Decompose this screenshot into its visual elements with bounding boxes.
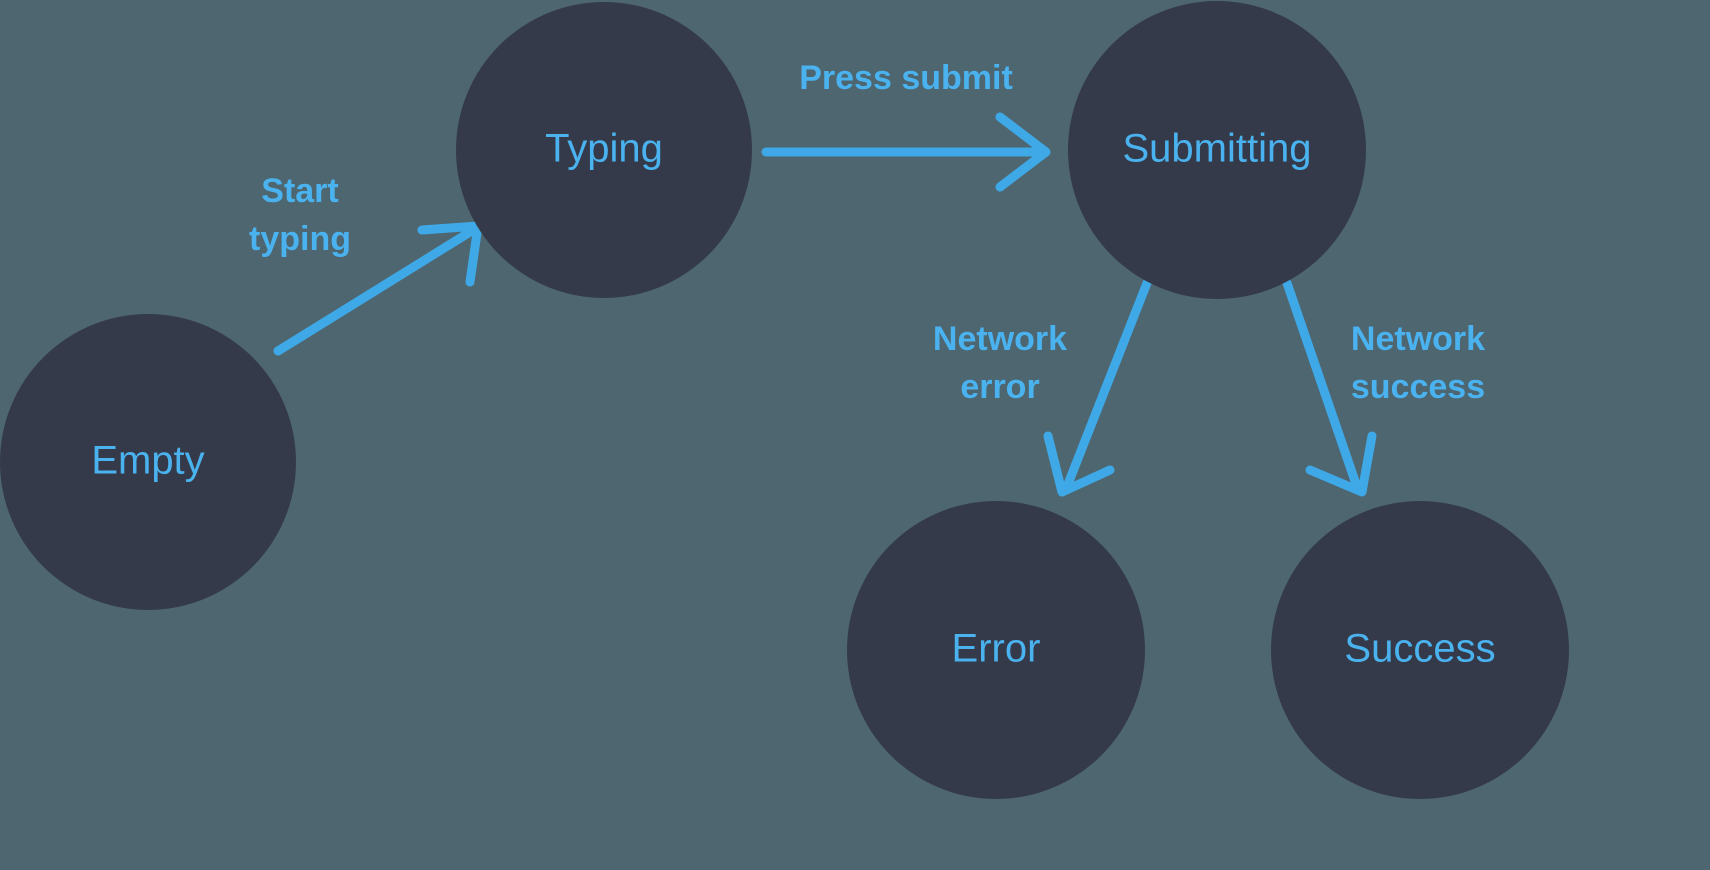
edge-submitting-to-success[interactable]: Network success bbox=[1282, 278, 1485, 497]
node-error[interactable]: Error bbox=[847, 501, 1145, 799]
node-empty-label: Empty bbox=[91, 439, 204, 483]
edge-typing-to-submitting[interactable]: Press submit bbox=[761, 59, 1051, 192]
node-success-label: Success bbox=[1344, 627, 1495, 671]
edge-label-start-typing-line1: Start bbox=[261, 172, 338, 210]
node-typing-label: Typing bbox=[545, 127, 663, 171]
node-success-circle bbox=[1271, 501, 1569, 799]
node-typing[interactable]: Typing bbox=[456, 2, 752, 298]
edge-submitting-to-error[interactable]: Network error bbox=[933, 278, 1152, 497]
node-submitting[interactable]: Submitting bbox=[1068, 1, 1366, 299]
edge-label-network-error-line2: error bbox=[960, 368, 1039, 406]
edge-typing-to-submitting-arrowhead bbox=[995, 112, 1051, 192]
edge-label-network-error-line1: Network bbox=[933, 320, 1067, 358]
edge-submitting-to-success-arrowhead bbox=[1305, 431, 1377, 497]
edge-label-start-typing-line2: typing bbox=[249, 220, 351, 258]
edge-submitting-to-error-line bbox=[1063, 278, 1152, 489]
edge-label-network-success-line2: success bbox=[1351, 368, 1485, 406]
node-submitting-circle bbox=[1068, 1, 1366, 299]
edge-empty-to-typing-line bbox=[273, 227, 475, 356]
edge-label-press-submit: Press submit bbox=[799, 59, 1013, 97]
node-empty[interactable]: Empty bbox=[0, 314, 296, 610]
node-success[interactable]: Success bbox=[1271, 501, 1569, 799]
node-error-circle bbox=[847, 501, 1145, 799]
edge-label-network-success-line1: Network bbox=[1351, 320, 1485, 358]
node-error-label: Error bbox=[952, 627, 1041, 671]
node-typing-circle bbox=[456, 2, 752, 298]
edge-submitting-to-success-line bbox=[1282, 278, 1361, 489]
edge-submitting-to-error-arrowhead bbox=[1043, 431, 1115, 497]
node-submitting-label: Submitting bbox=[1123, 127, 1312, 171]
node-empty-circle bbox=[0, 314, 296, 610]
edge-empty-to-typing[interactable]: Start typing bbox=[249, 172, 483, 356]
